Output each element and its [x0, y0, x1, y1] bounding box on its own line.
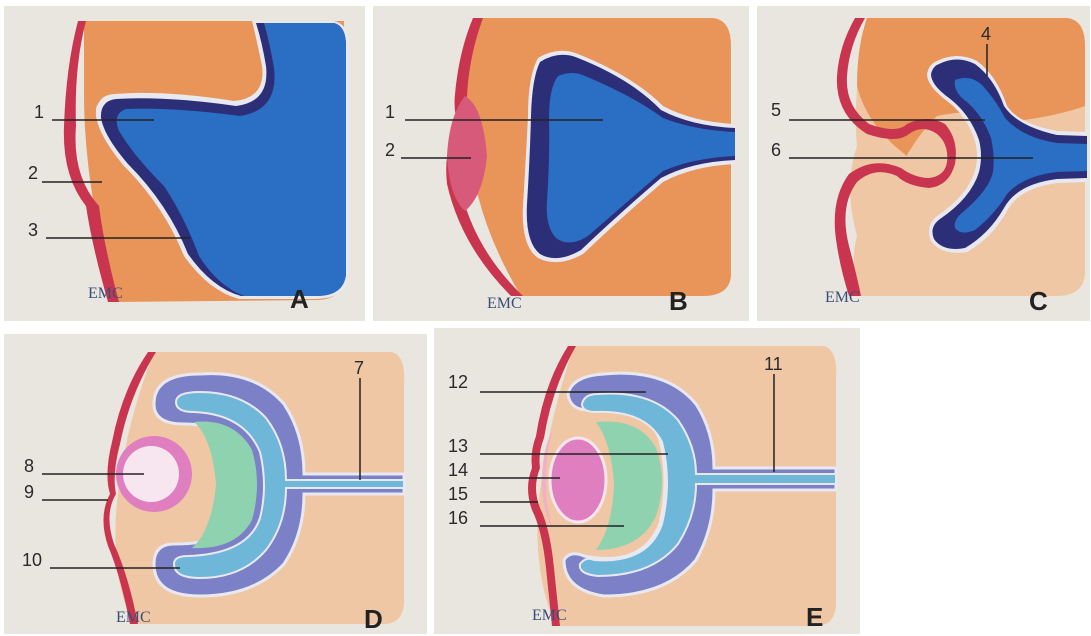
emc-logo: EMC [532, 607, 567, 624]
label-14: 14 [448, 460, 468, 480]
emc-logo: EMC [116, 609, 151, 626]
panel-d-illustration: 7 8 9 10 EMC D [4, 334, 427, 634]
label-11: 11 [764, 354, 783, 374]
label-13: 13 [448, 436, 468, 456]
panel-letter-a: A [290, 284, 309, 314]
label-1: 1 [385, 102, 395, 122]
label-16: 16 [448, 508, 468, 528]
emc-logo: EMC [487, 295, 522, 312]
panel-e-illustration: 11 12 13 14 15 16 EMC E [434, 328, 860, 634]
label-15: 15 [448, 484, 468, 504]
panel-letter-b: B [669, 286, 688, 316]
label-3: 3 [28, 220, 38, 240]
label-2: 2 [385, 140, 395, 160]
panel-d: 7 8 9 10 EMC D [4, 334, 427, 634]
label-2: 2 [28, 163, 38, 183]
label-9: 9 [24, 482, 34, 502]
emc-logo: EMC [88, 285, 123, 302]
label-12: 12 [448, 372, 468, 392]
panel-b-illustration: 1 2 EMC B [373, 6, 749, 321]
label-6: 6 [771, 140, 781, 160]
panel-c: 4 5 6 EMC C [757, 6, 1090, 321]
label-7: 7 [354, 358, 364, 378]
panel-letter-d: D [364, 604, 383, 634]
label-10: 10 [22, 550, 42, 570]
panel-letter-c: C [1029, 286, 1048, 316]
panel-e: 11 12 13 14 15 16 EMC E [434, 328, 860, 634]
lens [550, 438, 606, 522]
panel-letter-e: E [806, 602, 823, 632]
label-8: 8 [24, 456, 34, 476]
panel-c-illustration: 4 5 6 EMC C [757, 6, 1090, 321]
panel-b: 1 2 EMC B [373, 6, 749, 321]
label-5: 5 [771, 100, 781, 120]
panel-a-illustration: 1 2 3 EMC A [4, 6, 365, 321]
label-4: 4 [981, 24, 991, 44]
label-1: 1 [34, 102, 44, 122]
panel-a: 1 2 3 EMC A [4, 6, 365, 321]
emc-logo: EMC [825, 289, 860, 306]
